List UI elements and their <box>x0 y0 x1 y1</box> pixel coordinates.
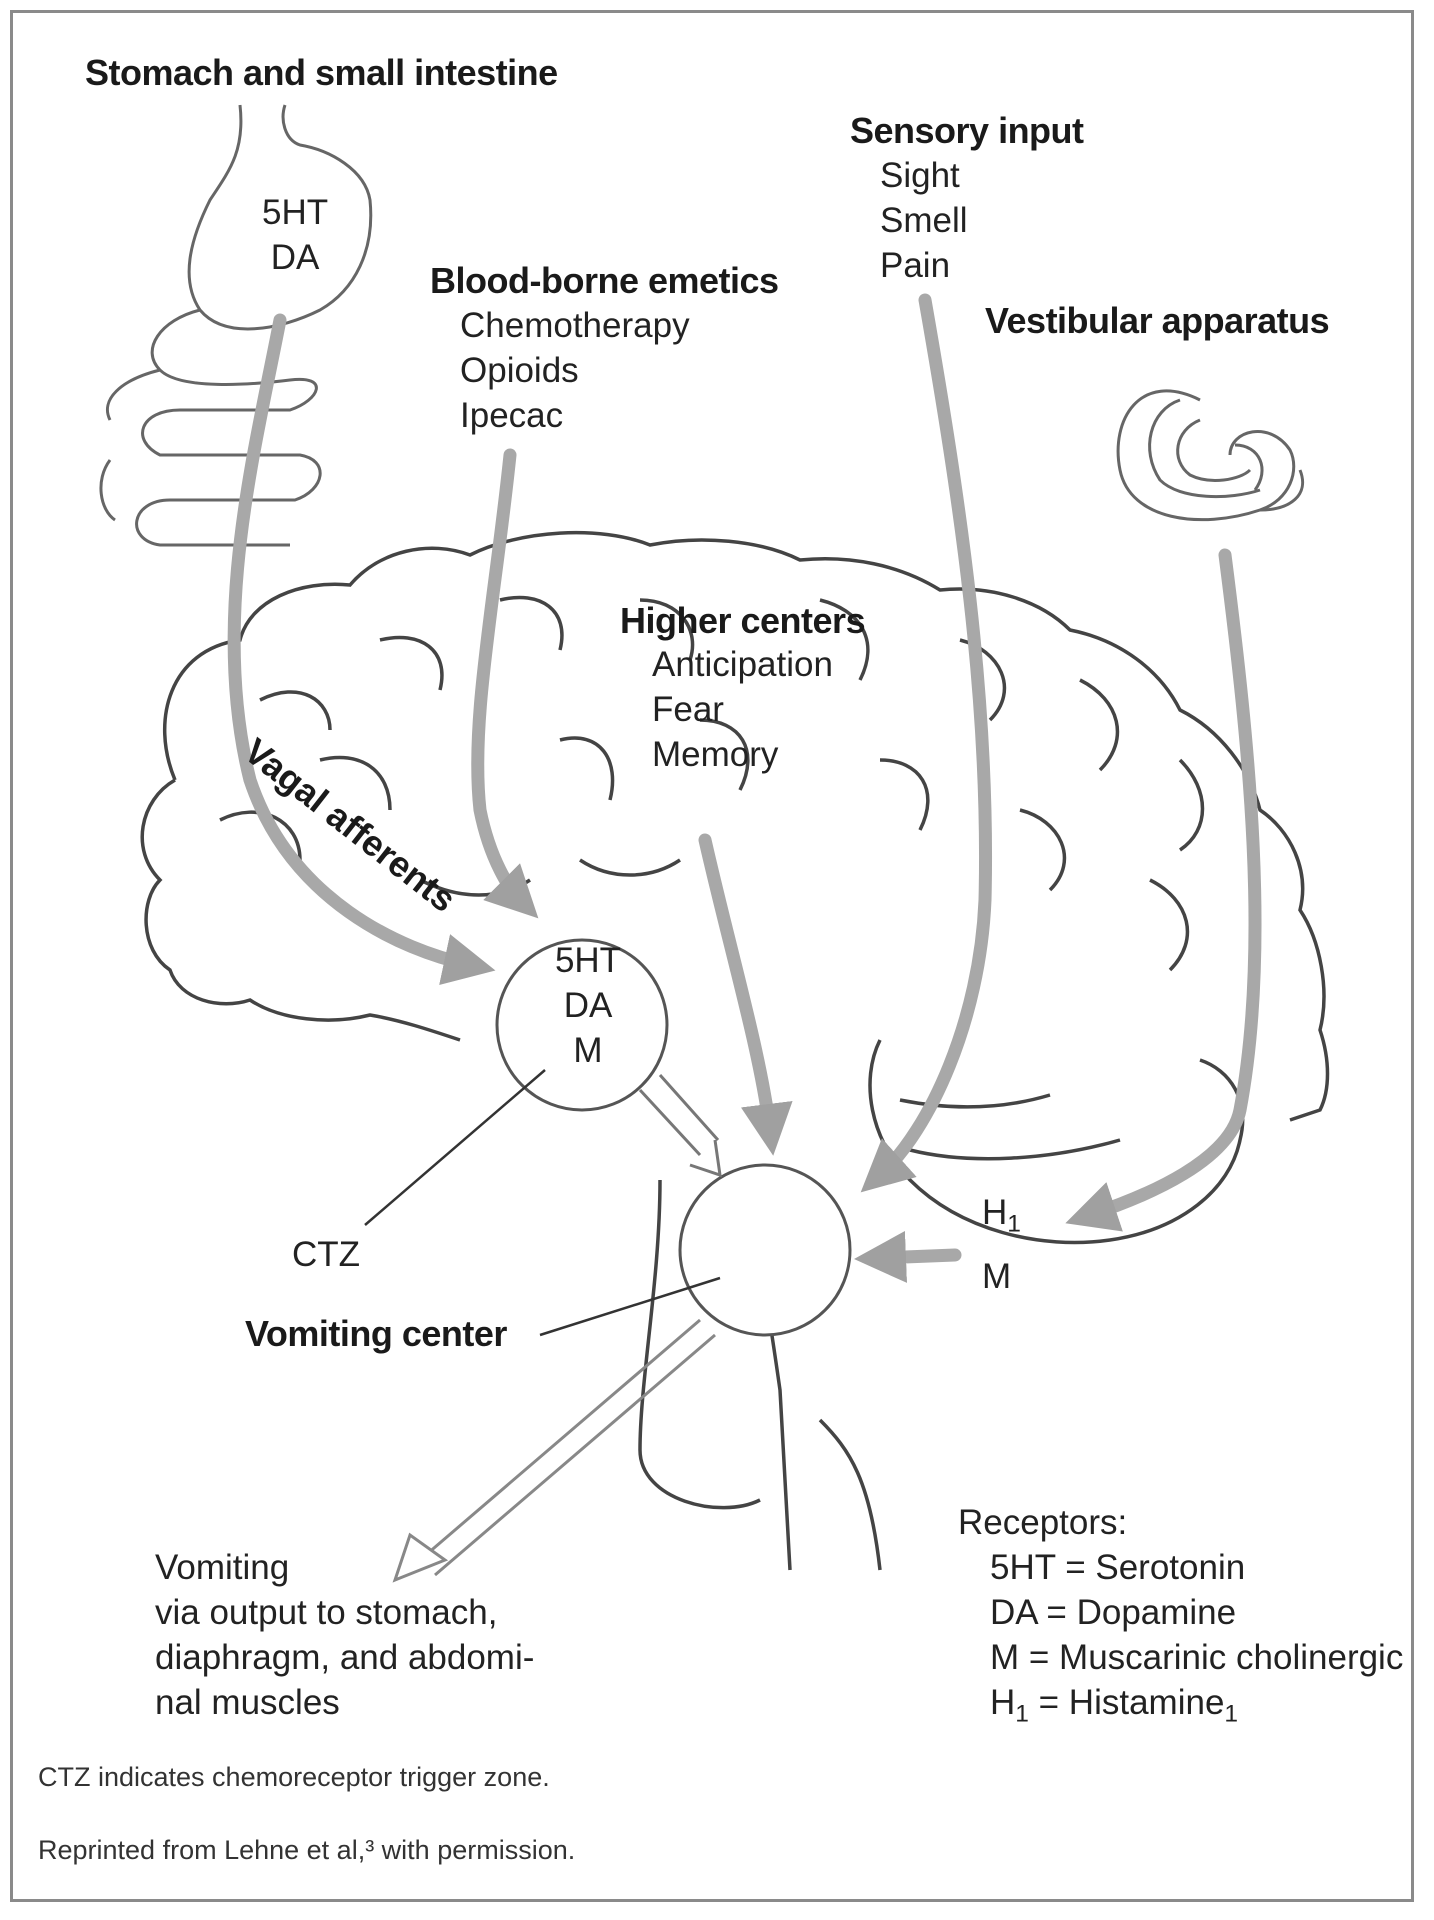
stomach-receptor-5ht: 5HT <box>262 193 329 232</box>
vestibular-heading: Vestibular apparatus <box>985 300 1330 341</box>
ctz-to-vomiting-arrow <box>638 1074 722 1178</box>
legend-entry: M = Muscarinic cholinergic <box>990 1638 1404 1677</box>
ctz-receptor: 5HT <box>554 941 622 980</box>
receptor-m: M <box>982 1257 1012 1297</box>
blood-borne-item: Opioids <box>460 351 579 390</box>
sensory-heading: Sensory input <box>850 110 1084 151</box>
blood-borne-item: Ipecac <box>460 396 564 435</box>
output-description: Vomiting via output to stomach, diaphrag… <box>155 1545 534 1725</box>
blood-borne-item: Chemotherapy <box>460 306 690 345</box>
vomiting-center-circle <box>678 1163 852 1337</box>
receptors-legend: Receptors: 5HT = Serotonin DA = Dopamine… <box>958 1500 1403 1736</box>
receptors-legend-heading: Receptors: <box>958 1503 1128 1542</box>
output-line: Vomiting <box>155 1548 290 1587</box>
receptor-h: H <box>982 1193 1008 1232</box>
higher-centers-item: Anticipation <box>652 645 833 684</box>
sensory-input-arrow <box>860 293 993 1193</box>
leader-lines <box>364 1069 721 1337</box>
sensory-list: Sight Smell Pain <box>880 153 968 288</box>
legend-entry-histamine: H1 = Histamine1 <box>990 1683 1239 1728</box>
vestibular-arrow <box>1065 548 1262 1232</box>
vestibular-receptor-list: H1 M <box>982 1190 1021 1299</box>
pathway-arrows <box>227 293 1262 1283</box>
ctz-receptor: DA <box>563 986 613 1025</box>
brain-outline <box>140 530 1330 1122</box>
sensory-item: Pain <box>880 246 951 285</box>
sensory-item: Smell <box>880 201 968 240</box>
vomiting-center-label: Vomiting center <box>245 1313 507 1354</box>
vestibular-receptor-arrow <box>854 1230 962 1283</box>
blood-borne-arrow <box>471 448 539 919</box>
blood-borne-list: Chemotherapy Opioids Ipecac <box>460 303 690 438</box>
stomach-intestine-drawing <box>99 104 373 547</box>
ctz-label: CTZ <box>292 1235 361 1274</box>
receptor-h-sub: 1 <box>1007 1210 1021 1238</box>
higher-centers-list: Anticipation Fear Memory <box>652 642 833 777</box>
ctz-receptor-list: 5HT DA M <box>548 938 628 1073</box>
output-line: diaphragm, and abdomi- <box>155 1638 535 1677</box>
vomiting-center-leader <box>539 1276 721 1337</box>
legend-entry: DA = Dopamine <box>990 1593 1237 1632</box>
sensory-item: Sight <box>880 156 960 195</box>
stomach-receptor-list: 5HT DA <box>262 190 328 280</box>
higher-centers-arrow <box>698 833 793 1156</box>
blood-borne-heading: Blood-borne emetics <box>430 260 779 301</box>
ctz-receptor: M <box>573 1031 603 1070</box>
higher-centers-item: Memory <box>652 735 779 774</box>
vestibular-apparatus-drawing <box>1116 389 1305 522</box>
higher-centers-heading: Higher centers <box>620 600 866 641</box>
footnote-ctz: CTZ indicates chemoreceptor trigger zone… <box>38 1762 550 1792</box>
vagal-afferents-arrow <box>227 313 496 985</box>
higher-centers-item: Fear <box>652 690 724 729</box>
footnote-reprint: Reprinted from Lehne et al,³ with permis… <box>38 1835 576 1865</box>
output-line: via output to stomach, <box>155 1593 498 1632</box>
output-arrow <box>392 1318 716 1583</box>
output-line: nal muscles <box>155 1683 340 1722</box>
ctz-leader <box>364 1069 546 1226</box>
stomach-title: Stomach and small intestine <box>85 52 558 93</box>
stomach-receptor-da: DA <box>270 238 320 277</box>
legend-entry: 5HT = Serotonin <box>990 1548 1246 1587</box>
ctz-circle <box>495 938 669 1112</box>
